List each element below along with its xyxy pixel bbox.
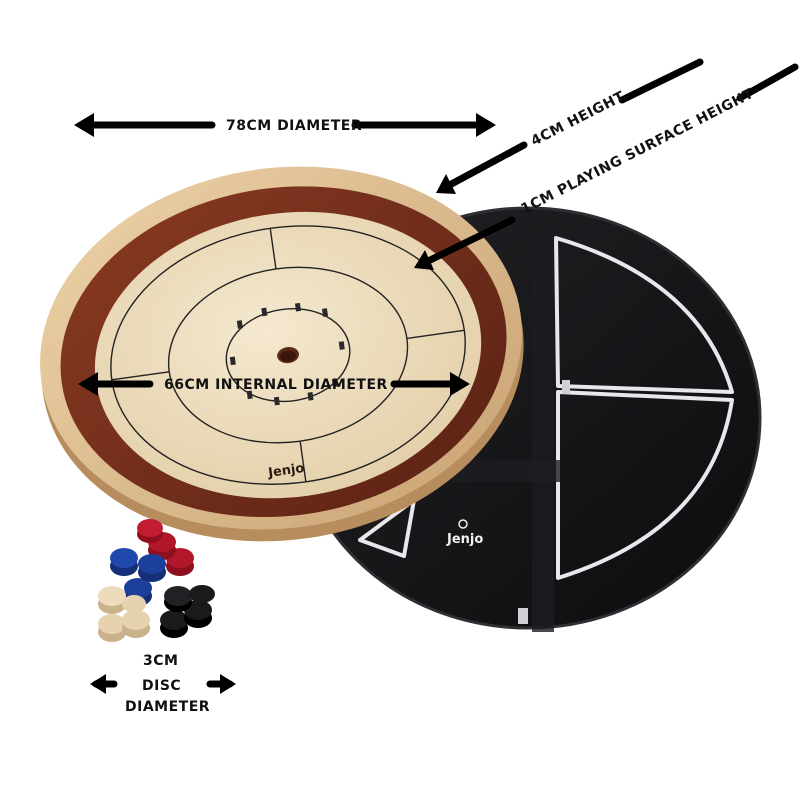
bag-pocket-left-trim: [358, 498, 416, 558]
disc: [98, 614, 126, 634]
label-1cm-surface-height: 1CM PLAYING SURFACE HEIGHT: [519, 86, 757, 218]
label-78cm-diameter: 78CM DIAMETER: [226, 118, 362, 134]
disc: [122, 610, 150, 630]
arrowhead-right-icon: [476, 113, 496, 137]
zipper-pull-icon: [518, 608, 528, 624]
disc: [164, 586, 192, 606]
disc: [110, 548, 138, 568]
label-disc-line-2: DISC: [142, 678, 181, 694]
disc: [138, 554, 166, 574]
arrowhead-down-left-icon: [414, 250, 434, 270]
label-66cm-internal-diameter: 66CM INTERNAL DIAMETER: [164, 377, 388, 393]
peg: [246, 390, 253, 400]
arrowhead-right-icon: [220, 674, 236, 694]
peg: [307, 392, 314, 401]
discs: [98, 519, 215, 642]
peg: [331, 378, 338, 388]
peg: [321, 308, 329, 317]
center-hole-inner: [280, 350, 297, 362]
disc: [137, 519, 163, 537]
bag-strap: [532, 232, 554, 632]
arrowhead-left-icon: [74, 113, 94, 137]
peg: [273, 396, 280, 406]
disc: [122, 595, 146, 613]
disc: [160, 610, 188, 630]
peg: [261, 307, 268, 317]
ring-inner: [225, 308, 351, 403]
quadrant-line: [299, 441, 307, 482]
bag-brand-text: Jenjo: [446, 532, 483, 547]
disc-stack-black: [160, 585, 215, 638]
logo-mark-icon: [458, 519, 468, 529]
peg: [338, 341, 345, 350]
arrow-1cm-lower: [418, 216, 516, 268]
arrowhead-right-icon: [450, 372, 470, 396]
label-disc-line-1: 3CM: [143, 653, 178, 669]
disc: [98, 586, 126, 606]
arrowhead-left-icon: [78, 372, 98, 396]
quadrant-line: [111, 371, 170, 381]
arrowhead-left-icon: [90, 674, 106, 694]
quadrant-line: [269, 228, 277, 270]
arrowhead-down-left-icon: [436, 174, 456, 194]
arrowheads: [74, 113, 496, 694]
peg: [229, 356, 236, 366]
peg: [294, 302, 302, 312]
disc: [124, 578, 152, 598]
pegs: [229, 302, 345, 406]
bag-logo: Jenjo: [446, 519, 483, 547]
bag-pocket-lower-trim: [556, 390, 734, 580]
zipper-pull-icon: [562, 380, 570, 394]
label-4cm-height: 4CM HEIGHT: [529, 89, 628, 150]
crokinole-board: Jenjo: [40, 166, 524, 542]
board-brand-text: Jenjo: [266, 461, 305, 481]
bag-pocket-upper-trim: [554, 236, 734, 394]
arrow-1cm-upper: [736, 63, 799, 102]
disc: [189, 585, 215, 603]
arrow-4cm-upper: [618, 58, 704, 104]
label-disc-line-3: DIAMETER: [125, 699, 210, 715]
arrow-4cm-lower: [440, 141, 528, 192]
annotations: [78, 58, 799, 688]
peg: [236, 320, 243, 329]
quadrant-line: [406, 329, 465, 340]
disc-stack-natural: [98, 586, 150, 642]
